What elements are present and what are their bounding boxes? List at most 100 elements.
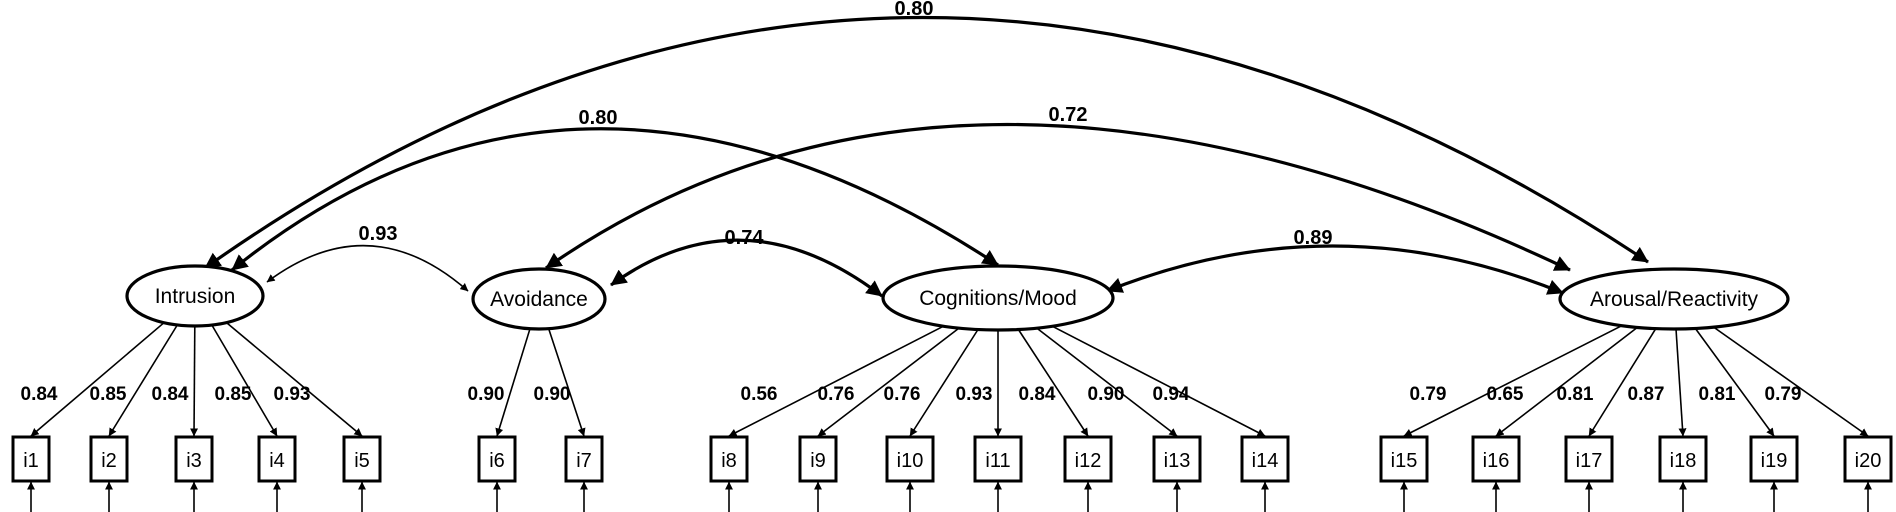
item-i18: i18: [1658, 435, 1708, 483]
item-box: [1749, 435, 1799, 483]
loading-arrow: [1036, 327, 1178, 437]
loading-arrow: [211, 324, 278, 437]
item-box: [1471, 435, 1521, 483]
latent-ellipse: [881, 264, 1115, 332]
item-box: [174, 435, 214, 483]
correlation-value-avoidance-cognitions: 0.74: [725, 227, 765, 249]
correlation-value-intrusion-cognitions: 0.80: [579, 107, 618, 129]
loading-arrow: [817, 327, 960, 437]
loading-value: 0.76: [884, 384, 921, 405]
loading-value: 0.93: [274, 384, 311, 405]
item-box: [1152, 435, 1202, 483]
item-label: i15: [1391, 450, 1418, 472]
loading-value: 0.90: [1088, 384, 1125, 405]
item-label: i13: [1164, 450, 1191, 472]
loading-value: 0.81: [1699, 384, 1736, 405]
latent-label: Arousal/Reactivity: [1590, 288, 1759, 311]
item-i1: i1: [11, 435, 51, 483]
loading-arrow: [1051, 325, 1266, 437]
loading-value: 0.87: [1628, 384, 1665, 405]
item-i4: i4: [257, 435, 297, 483]
item-label: i20: [1855, 450, 1882, 472]
latent-intrusion: Intrusion: [125, 264, 265, 328]
item-i9: i9: [798, 435, 838, 483]
item-i8: i8: [709, 435, 749, 483]
loading-value: 0.93: [956, 384, 993, 405]
latent-ellipse: [1558, 267, 1790, 331]
item-label: i7: [576, 450, 592, 472]
item-i14: i14: [1240, 435, 1290, 483]
item-box: [477, 435, 517, 483]
item-label: i16: [1483, 450, 1510, 472]
loading-arrow: [1694, 328, 1775, 437]
latent-avoidance: Avoidance: [471, 267, 607, 331]
correlation-value-intrusion-avoidance: 0.93: [359, 223, 398, 245]
loading-value: 0.84: [1019, 384, 1056, 405]
loading-arrow: [909, 329, 979, 437]
item-i13: i13: [1152, 435, 1202, 483]
item-box: [1658, 435, 1708, 483]
item-box: [1379, 435, 1429, 483]
item-i16: i16: [1471, 435, 1521, 483]
loading-value: 0.65: [1487, 384, 1524, 405]
item-label: i11: [985, 450, 1010, 472]
item-label: i14: [1252, 450, 1279, 472]
item-box: [798, 435, 838, 483]
correlation-value-cognitions-arousal: 0.89: [1294, 227, 1333, 249]
item-label: i12: [1075, 450, 1102, 472]
loading-arrow: [30, 322, 165, 437]
loading-value: 0.90: [468, 384, 505, 405]
loading-value: 0.84: [21, 384, 58, 405]
item-label: i18: [1670, 450, 1697, 472]
item-label: i9: [810, 450, 826, 472]
item-i10: i10: [885, 435, 935, 483]
item-i20: i20: [1843, 435, 1893, 483]
loading-arrow: [1588, 328, 1657, 437]
correlation-arrow-cognitions-arousal: [1106, 244, 1564, 295]
correlation-value-avoidance-arousal: 0.72: [1049, 104, 1088, 126]
latent-arousal: Arousal/Reactivity: [1558, 267, 1790, 331]
item-i2: i2: [89, 435, 129, 483]
loading-arrow: [495, 328, 531, 437]
item-i12: i12: [1063, 435, 1113, 483]
loading-value: 0.56: [741, 384, 778, 405]
item-box: [564, 435, 604, 483]
item-label: i4: [269, 450, 285, 472]
item-box: [257, 435, 297, 483]
latent-cognitions: Cognitions/Mood: [881, 264, 1115, 332]
loading-value: 0.94: [1153, 384, 1190, 405]
item-box: [89, 435, 129, 483]
item-label: i10: [897, 450, 924, 472]
latent-label: Intrusion: [155, 285, 236, 308]
loading-arrow: [1495, 326, 1638, 437]
item-i15: i15: [1379, 435, 1429, 483]
loading-arrow: [1403, 324, 1623, 437]
item-label: i2: [101, 450, 117, 472]
item-box: [885, 435, 935, 483]
loading-value: 0.85: [90, 384, 127, 405]
item-box: [1564, 435, 1614, 483]
loading-value: 0.81: [1557, 384, 1594, 405]
item-label: i5: [354, 450, 370, 472]
item-i5: i5: [342, 435, 382, 483]
item-label: i6: [489, 450, 505, 472]
item-label: i8: [721, 450, 737, 472]
loading-arrow: [108, 324, 178, 437]
latent-ellipse: [125, 264, 265, 328]
loading-arrow: [225, 321, 363, 437]
item-i3: i3: [174, 435, 214, 483]
loading-arrow: [1675, 328, 1687, 437]
item-label: i17: [1576, 450, 1603, 472]
latent-label: Avoidance: [490, 288, 588, 311]
item-box: [1240, 435, 1290, 483]
item-i17: i17: [1564, 435, 1614, 483]
item-box: [342, 435, 382, 483]
item-box: [1843, 435, 1893, 483]
item-box: [11, 435, 51, 483]
loading-arrow: [190, 325, 199, 437]
item-label: i3: [186, 450, 202, 472]
loading-value: 0.79: [1765, 384, 1802, 405]
item-label: i1: [23, 450, 39, 472]
